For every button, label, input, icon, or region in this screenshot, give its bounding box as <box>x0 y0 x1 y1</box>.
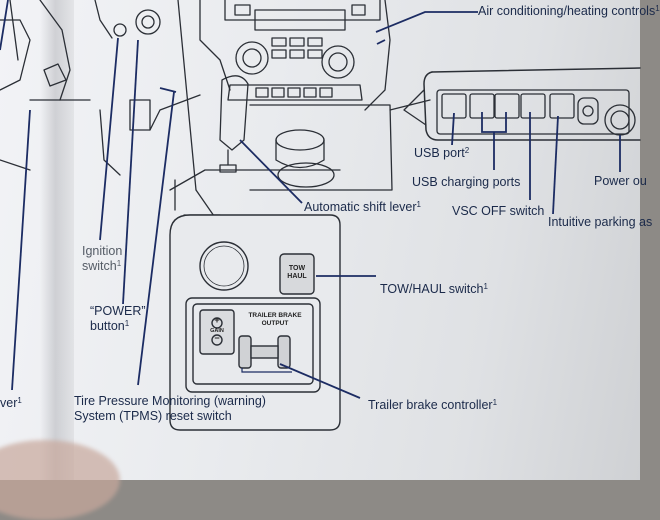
label-tow-haul-switch: TOW/HAUL switch1 <box>380 282 488 296</box>
power-button-line2: button1 <box>90 319 130 333</box>
gain-plus-icon: + <box>214 315 220 325</box>
dashboard-illustration <box>0 0 641 431</box>
page-binding-shadow <box>40 0 74 480</box>
trailer-brake-text: TRAILER BRAKE <box>248 312 302 319</box>
label-trailer-brake-controller: Trailer brake controller1 <box>368 398 498 412</box>
finger-edge <box>0 440 120 520</box>
power-button-line1: “POWER” <box>90 304 146 318</box>
gain-text: GAIN <box>210 328 224 334</box>
output-text: OUTPUT <box>261 320 289 327</box>
tow-text: TOW <box>288 265 306 272</box>
trailer-brake-output-label: TRAILER BRAKE OUTPUT <box>240 312 310 328</box>
tpms-line1: Tire Pressure Monitoring (warning) <box>74 394 266 408</box>
label-usb-port: USB port2 <box>414 146 470 160</box>
ignition-line1: Ignition <box>82 244 123 258</box>
label-power-outlet: Power ou <box>594 174 647 188</box>
ignition-line2: switch1 <box>82 259 122 273</box>
label-intuitive-parking: Intuitive parking as <box>548 215 653 229</box>
tow-haul-switch: TOW HAUL <box>284 265 310 281</box>
label-automatic-shift-lever: Automatic shift lever1 <box>304 200 421 214</box>
tpms-line2: System (TPMS) reset switch <box>74 409 232 423</box>
label-air-conditioning: Air conditioning/heating controls1 <box>478 4 660 18</box>
label-vsc-off-switch: VSC OFF switch <box>452 204 545 218</box>
label-power-button: “POWER” button1 <box>90 304 146 334</box>
gain-minus-icon: − <box>214 333 220 343</box>
label-usb-charging-ports: USB charging ports <box>412 175 521 189</box>
label-tpms-reset-switch: Tire Pressure Monitoring (warning) Syste… <box>74 394 266 424</box>
haul-text: HAUL <box>287 273 307 280</box>
label-lever-partial: ver1 <box>0 396 22 410</box>
label-ignition-switch: Ignition switch1 <box>82 244 122 274</box>
